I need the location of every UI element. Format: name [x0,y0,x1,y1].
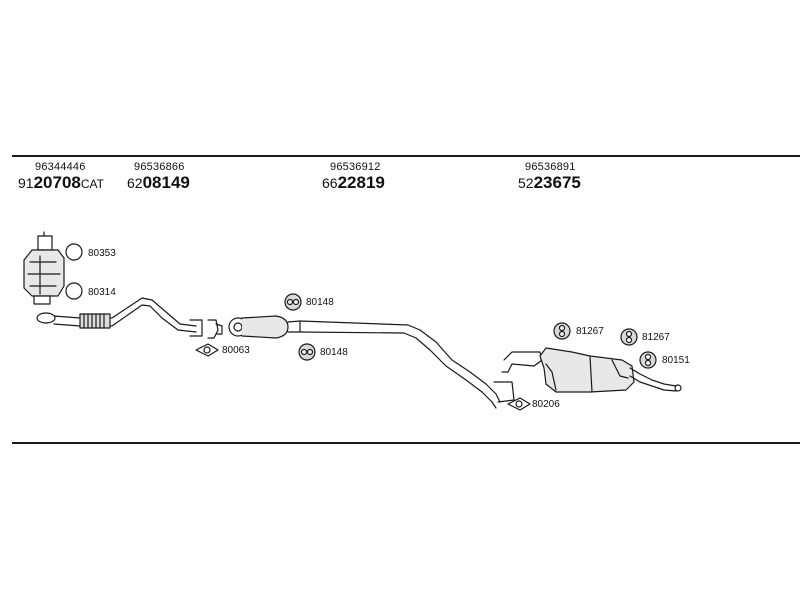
part-code: 5223675 [518,173,581,192]
part-label-80353: 80353 [88,248,116,259]
front-pipe[interactable] [36,297,203,337]
catalytic-converter[interactable] [23,231,65,305]
part-80148-hanger-bottom[interactable] [298,343,316,361]
part-81267-hanger-right[interactable] [620,328,638,346]
part-code: 6622819 [322,173,385,192]
top-divider [12,155,800,157]
part-label-80148-top: 80148 [306,297,334,308]
part-80206-gasket[interactable] [507,397,531,411]
section-middle-silencer[interactable]: 96536912 6622819 [322,161,385,193]
middle-silencer[interactable] [228,315,515,409]
part-80314-ring[interactable] [65,282,83,300]
section-rear-silencer[interactable]: 96536891 5223675 [518,161,581,193]
part-label-80206: 80206 [532,399,560,410]
part-80148-hanger-top[interactable] [284,293,302,311]
part-label-81267-right: 81267 [642,332,670,343]
oem-number: 96344446 [35,161,86,173]
section-catalytic-converter[interactable]: 96344446 9120708CAT [18,161,104,193]
part-code: 6208149 [127,173,190,192]
section-front-pipe[interactable]: 96536866 6208149 [127,161,190,193]
oem-number: 96536866 [134,161,185,173]
part-80063-gasket[interactable] [195,343,219,357]
rear-silencer[interactable] [501,347,682,393]
oem-number: 96536891 [525,161,576,173]
part-label-81267-left: 81267 [576,326,604,337]
part-80353-ring[interactable] [65,243,83,261]
oem-number: 96536912 [330,161,381,173]
part-label-80151: 80151 [662,355,690,366]
flange-connector[interactable] [207,319,223,339]
bottom-divider [12,442,800,444]
part-81267-hanger-left[interactable] [553,322,571,340]
part-80151-hanger[interactable] [639,351,657,369]
part-code: 9120708CAT [18,173,104,192]
part-label-80063: 80063 [222,345,250,356]
part-label-80148-bottom: 80148 [320,347,348,358]
part-label-80314: 80314 [88,287,116,298]
